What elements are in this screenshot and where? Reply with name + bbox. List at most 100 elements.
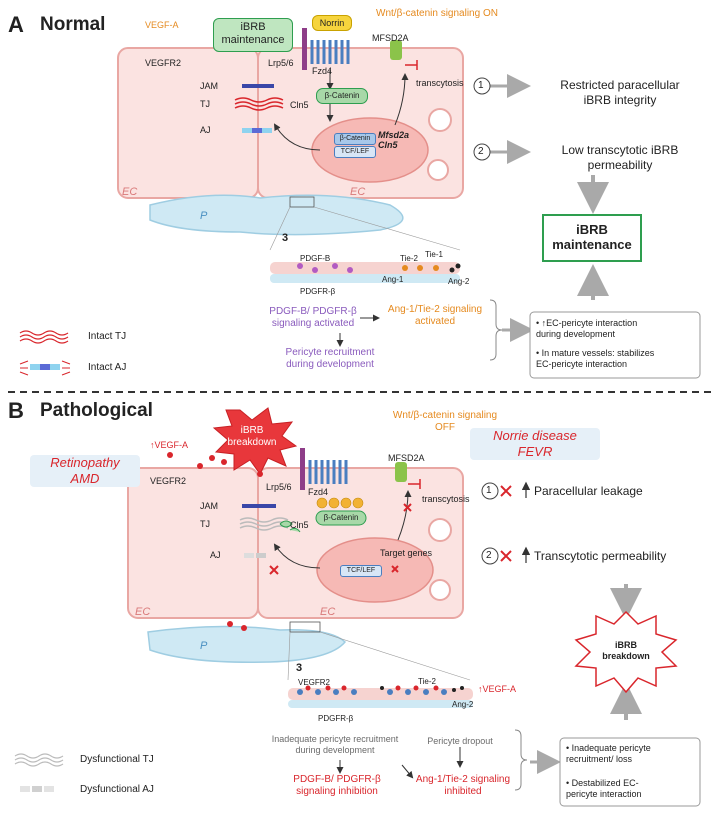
pericyte-b [147, 625, 347, 663]
legend-dysfunctional-aj [20, 786, 54, 792]
tie1-label-a: Tie-1 [425, 250, 443, 259]
ang-inhibited-b: Ang-1/Tie-2 signaling inhibited [415, 774, 511, 797]
breakdown-star-text: iBRB breakdown [602, 640, 650, 661]
bullet-1-a: • ↑EC-pericyte interaction during develo… [536, 318, 638, 339]
summary-box-a [529, 311, 701, 379]
arrow [401, 764, 414, 779]
tj-label-a: TJ [200, 99, 210, 109]
pdgfb-label-a: PDGF-B [300, 254, 331, 263]
degraded-bcatenin [279, 520, 301, 533]
cln5-label-a: Cln5 [290, 100, 309, 110]
endothelial-cell-left [117, 47, 259, 199]
inhibit-arrow [405, 60, 418, 70]
panel-a-title: Normal [40, 14, 106, 35]
vegfr2-strip-label-b: VEGFR2 [298, 678, 331, 687]
step-2-label-a: 2 [478, 146, 484, 157]
pericyte-dropout-b: Pericyte dropout [427, 736, 493, 746]
jam-label-a: JAM [200, 81, 218, 91]
pdgf-inhibition-b: PDGF-B/ PDGFR-β signaling inhibition [293, 774, 381, 797]
lrp-label-b: Lrp5/6 [266, 482, 292, 492]
step-3-label-a: 3 [282, 232, 289, 244]
pdgf-signaling-a: PDGF-B/ PDGFR-β signaling activated [269, 306, 357, 329]
retinopathy-amd-label: Retinopathy AMD [30, 455, 140, 487]
ang1-label-a: Ang-1 [382, 275, 404, 284]
transcytosis-label-b: transcytosis [422, 494, 470, 504]
vegfr2-label-b: VEGFR2 [150, 476, 187, 486]
summary-box-b [559, 737, 701, 807]
zoom-line [313, 206, 461, 251]
tie2-label-a: Tie-2 [400, 254, 418, 263]
tie-receptors-a [402, 265, 439, 271]
step-1-label-a: 1 [478, 80, 484, 91]
ang2-label-a: Ang-2 [448, 277, 470, 286]
pericyte-label-b: P [200, 640, 208, 652]
legend-dysfunctional-tj [14, 753, 64, 767]
bcatenin-label-b: β-Catenin [323, 513, 359, 522]
bullet-1-a-text: EC-pericyte interaction during developme… [536, 318, 638, 339]
norrin-label: Norrin [312, 15, 352, 31]
inhibit-arrow [408, 479, 421, 489]
step-circle-2-b [481, 547, 499, 565]
arrow [394, 73, 409, 126]
panel-b-junctions [239, 504, 289, 558]
maintenance-box [542, 214, 642, 262]
pericyte-strip-b [288, 700, 473, 708]
outcome-1-a: Restricted paracellular iBRB integrity [560, 78, 680, 107]
transcytosis-label-a: transcytosis [416, 78, 464, 88]
pericyte-label-a: P [200, 210, 208, 222]
recruitment-a: Pericyte recruitment during development [285, 347, 375, 370]
ang2-label-b: Ang-2 [452, 700, 474, 709]
panel-b-letter: B [8, 398, 24, 423]
zoom-line [319, 631, 471, 681]
mfsd2a-transporter-b [395, 462, 407, 482]
aj-label-b: AJ [210, 550, 221, 560]
ang2-dots-b [380, 686, 464, 692]
bullet-2-a: • In mature vessels: stabilizes EC-peric… [536, 348, 655, 369]
fzd4-label-a: Fzd4 [312, 66, 333, 76]
target-genes-a: Mfsd2a Cln5 [378, 130, 410, 150]
aj-label-a: AJ [200, 125, 211, 135]
ang-signaling-a: Ang-1/Tie-2 signaling activated [387, 304, 483, 327]
outcome-2-b: Transcytotic permeability [534, 549, 667, 563]
outcome-2-a: Low transcytotic iBRB permeability [561, 143, 679, 172]
bullet-1-b-text: Inadequate pericyte recruitment/ loss [566, 743, 651, 764]
outcome-arrows-b [530, 584, 642, 774]
panel-a-junctions [234, 84, 284, 133]
tcf-lef-a: TCF/LEF [334, 146, 376, 158]
vesicle [429, 579, 451, 601]
panel-a-cells [117, 47, 464, 251]
outcome-arrows-a [490, 74, 609, 342]
bullet-1-b: • Inadequate pericyte recruitment/ loss [566, 743, 651, 764]
bullet-2-b: • Destabilized EC- pericyte interaction [566, 778, 642, 799]
vesicle [428, 518, 452, 542]
receptors-b [297, 689, 447, 695]
ec-label-a1: EC [122, 186, 138, 198]
panel-b-cells [127, 467, 471, 681]
vegfa-strip-b-text: VEGF-A [482, 684, 517, 694]
legend-intact-aj-label: Intact AJ [88, 362, 127, 373]
leaking-dots [167, 452, 263, 631]
nuclear-bcatenin: β-Catenin [334, 133, 376, 145]
breakdown-burst [212, 407, 298, 475]
cln5-label-b: Cln5 [290, 520, 309, 530]
tj-label-b: TJ [200, 519, 210, 529]
vegfa-strip-b: ↑VEGF-A [478, 684, 517, 694]
legend-intact-tj-label: Intact TJ [88, 331, 127, 342]
step-1-label-b: 1 [486, 485, 492, 496]
vegfa-label-b: ↑VEGF-A [150, 440, 189, 450]
ibrb-maintenance-badge: iBRB maintenance [213, 18, 293, 52]
zoom-box-b [289, 621, 321, 633]
mfsd2a-label-a: MFSD2A [372, 33, 409, 43]
pdgf-ligands-a [297, 263, 353, 273]
bcatenin-pill-b [315, 510, 367, 526]
inadequate-recruitment-b: Inadequate pericyte recruitment during d… [271, 734, 399, 755]
zoom-box [289, 196, 315, 208]
lrp-label-a: Lrp5/6 [268, 58, 294, 68]
bullet-2-a-text: In mature vessels: stabilizes EC-pericyt… [536, 348, 655, 369]
panel-a-letter: A [8, 12, 24, 37]
pdgfrb-label-a: PDGFR-β [300, 287, 336, 296]
zoom-line [269, 206, 291, 251]
ec-label-b2: EC [320, 606, 336, 618]
vegfr2-label-a: VEGFR2 [145, 58, 182, 68]
